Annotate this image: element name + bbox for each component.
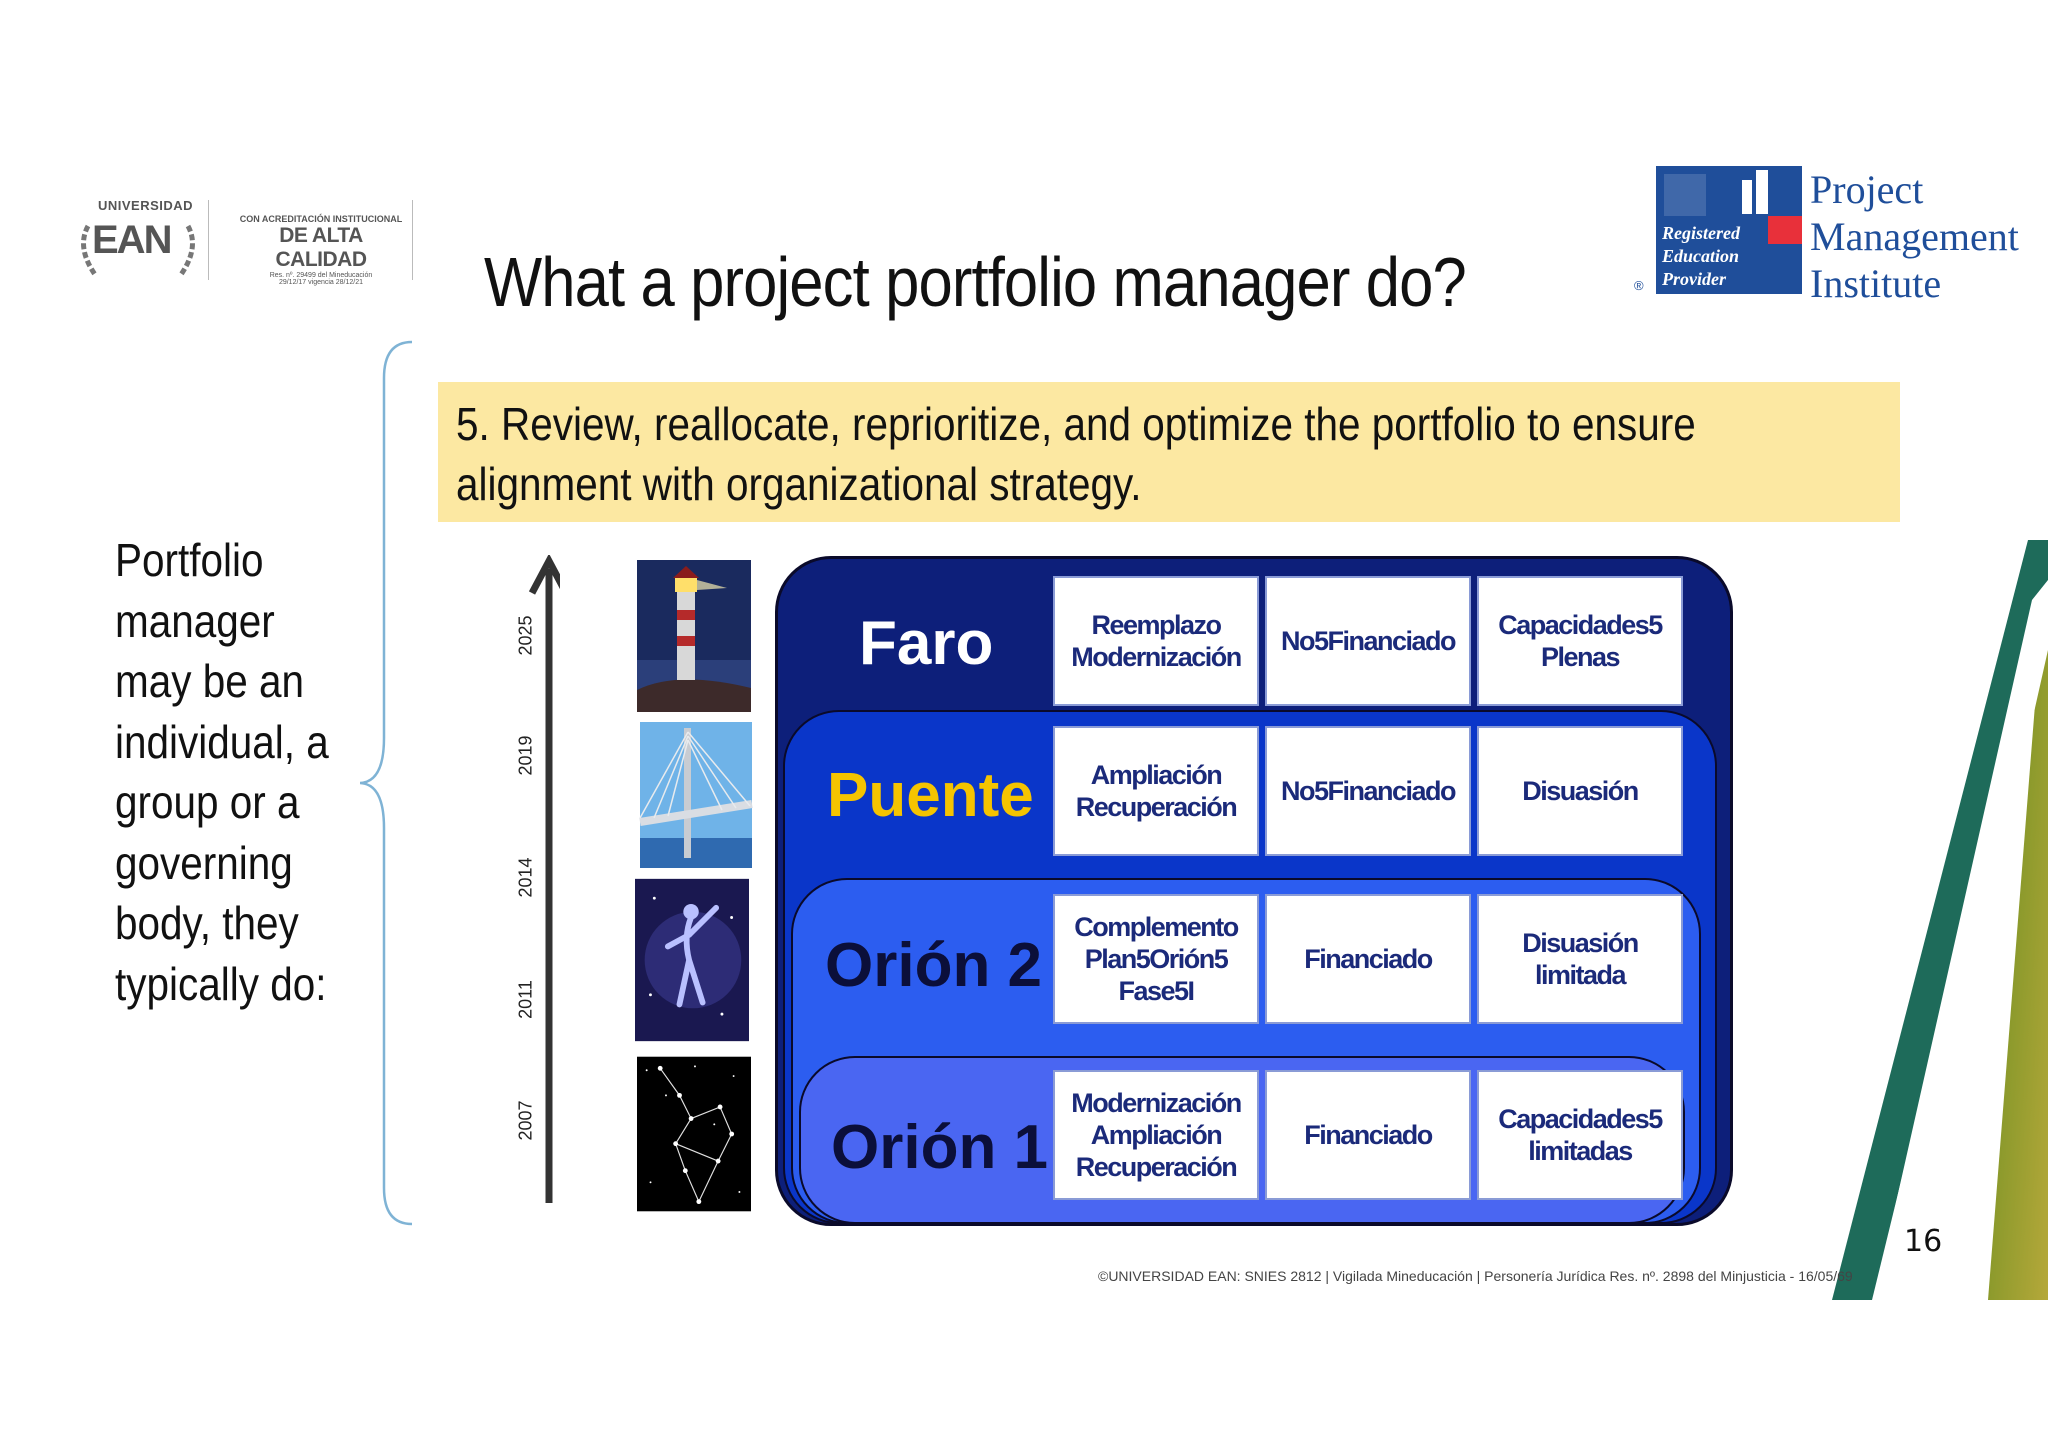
timeline-year: 2019: [515, 735, 536, 776]
cell-line: Financiado: [1304, 1120, 1433, 1150]
callout-box: 5. Review, reallocate, reprioritize, and…: [438, 382, 1900, 522]
accreditation-line: Res. nº. 29499 del Mineducación: [269, 272, 373, 279]
accreditation-line: CON ACREDITACIÓN INSTITUCIONAL: [239, 214, 403, 224]
cell-line: Reemplazo: [1091, 610, 1222, 640]
ean-name: EAN: [92, 218, 172, 262]
ean-university-label: UNIVERSIDAD: [98, 198, 194, 213]
page-number: 16: [1904, 1224, 1943, 1259]
cell-line: No5Financiado: [1280, 776, 1457, 806]
cell-line: Complemento: [1074, 912, 1239, 942]
side-description: Portfolio manager may be an individual, …: [115, 530, 329, 1014]
footer-text: ©UNIVERSIDAD EAN: SNIES 2812 | Vigilada …: [1098, 1268, 1853, 1284]
curly-brace-icon: [360, 340, 413, 1226]
cell-line: Disuasión: [1522, 928, 1639, 958]
pmi-mark-icon: [1656, 166, 1802, 294]
era-images: [635, 560, 761, 1224]
logo-divider: [412, 200, 413, 280]
orion-constellation-image: [637, 1056, 751, 1212]
pmi-mark-text: Registered Education Provider: [1662, 222, 1740, 291]
cell-line: Recuperación: [1075, 1152, 1238, 1182]
timeline: 2025 2019 2014 2011 2007: [500, 555, 560, 1205]
ean-logo: UNIVERSIDAD EAN CON ACREDITACIÓN INSTITU…: [66, 198, 426, 286]
logo-divider: [208, 200, 209, 280]
layer-name: Puente: [827, 761, 1034, 830]
pmi-word: Project: [1810, 167, 1924, 212]
cell-line: Ampliación: [1090, 1120, 1223, 1150]
side-text-line: typically do:: [115, 957, 327, 1010]
diagram-cell: Financiado: [1265, 1070, 1471, 1200]
layer-name: Orión 1: [831, 1113, 1049, 1182]
cell-line: Financiado: [1304, 944, 1433, 974]
registered-symbol: ®: [1634, 278, 1644, 293]
callout-text: 5. Review, reallocate, reprioritize, and…: [456, 394, 1696, 514]
pmi-word: Management: [1810, 214, 2019, 259]
accreditation-line: 29/12/17 vigencia 28/12/21: [278, 279, 364, 286]
diagram-cell: Disuasión: [1477, 726, 1683, 856]
bridge-image: [639, 722, 753, 868]
slide-title: What a project portfolio manager do?: [484, 243, 1467, 321]
laurel-icon: [81, 224, 195, 278]
pmi-word: Institute: [1810, 261, 1942, 306]
cell-line: Fase5I: [1118, 976, 1195, 1006]
side-text-line: body, they: [115, 897, 299, 949]
ean-accreditation: CON ACREDITACIÓN INSTITUCIONAL DE ALTA C…: [236, 214, 406, 286]
side-text-line: manager: [115, 594, 275, 647]
timeline-year: 2025: [515, 615, 536, 656]
callout-line: alignment with organizational strategy.: [456, 458, 1142, 510]
cell-line: Ampliación: [1090, 760, 1223, 790]
diagram-cell: Financiado: [1265, 894, 1471, 1024]
timeline-arrow-icon: [528, 555, 560, 1203]
cell-line: Recuperación: [1075, 792, 1238, 822]
side-text-line: group or a: [115, 776, 300, 828]
diagram-cell: No5Financiado: [1265, 726, 1471, 856]
pmi-mark-line: Provider: [1662, 269, 1726, 289]
cell-line: limitadas: [1528, 1136, 1633, 1166]
pmi-logo: Registered Education Provider Project Ma…: [1634, 166, 2034, 306]
decorative-stripes: [1832, 540, 2048, 1300]
pmi-mark-line: Registered: [1662, 223, 1740, 243]
cell-line: limitada: [1534, 960, 1627, 990]
ean-laurel-mark: UNIVERSIDAD EAN: [66, 198, 208, 284]
lighthouse-image: [637, 560, 751, 712]
cell-line: Disuasión: [1522, 776, 1639, 806]
cell-line: Plenas: [1540, 642, 1621, 672]
diagram-cell: No5Financiado: [1265, 576, 1471, 706]
pmi-wordmark: Project Management Institute: [1810, 166, 2019, 307]
side-text-line: individual, a: [115, 715, 329, 768]
accreditation-line: DE ALTA CALIDAD: [275, 224, 368, 271]
layer-name: Orión 2: [825, 931, 1043, 1000]
side-text-line: may be an: [115, 655, 305, 707]
timeline-year: 2014: [515, 857, 536, 898]
side-text-line: governing: [115, 836, 293, 889]
timeline-year: 2011: [515, 980, 536, 1019]
cell-line: No5Financiado: [1280, 626, 1457, 656]
cell-line: Plan5Orión5: [1084, 944, 1229, 974]
pmi-mark-line: Education: [1662, 246, 1740, 266]
cell-line: Modernización: [1071, 1088, 1242, 1118]
cell-line: Modernización: [1071, 642, 1242, 672]
orion-figure-image: [635, 878, 749, 1042]
cell-line: Capacidades5: [1498, 610, 1663, 640]
cell-line: Capacidades5: [1498, 1104, 1663, 1134]
timeline-year: 2007: [515, 1100, 536, 1141]
side-text-line: Portfolio: [115, 534, 264, 586]
callout-line: 5. Review, reallocate, reprioritize, and…: [456, 398, 1696, 450]
layer-name: Faro: [859, 609, 994, 678]
